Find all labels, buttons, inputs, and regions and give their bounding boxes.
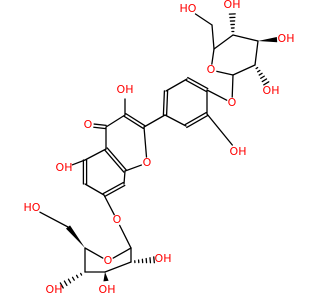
atom-label-O3: OH	[117, 83, 134, 96]
bond-C2-C1p	[143, 114, 166, 128]
bond-C1p-C2p-b	[162, 90, 166, 116]
bond-C6-C7	[84, 183, 105, 196]
bond-C8a-C4a-b	[104, 149, 125, 173]
bond-Cb6-Ob6	[39, 211, 69, 228]
bond-C5p-C6p-b	[186, 114, 209, 129]
bond-C3-C2-b	[125, 112, 146, 127]
bond-C4p-O4p	[206, 89, 228, 101]
bond-Cg2-Cg1	[232, 64, 256, 76]
bond-Cb3-Ob3-wedge	[103, 272, 109, 282]
bond-C3p-C4p-a	[185, 79, 207, 93]
atom-label-O_ket: O	[84, 118, 93, 131]
bond-C6p-C1p	[164, 114, 187, 127]
bond-Ogr-Cg5	[211, 48, 215, 65]
bond-Cg4-Cg3	[232, 34, 259, 42]
bond-O7-Cb1	[119, 224, 132, 249]
bond-C4-O_ket-b	[93, 126, 107, 130]
bond-C2p-C3p	[165, 78, 188, 92]
bond-Cg2-Og2-hash-3	[258, 72, 263, 76]
bond-Cg2-Og2-hash-2	[257, 69, 261, 73]
bond-Cg2-Og2-hash-5	[261, 78, 268, 83]
bond-C3-C2-a	[123, 115, 144, 130]
atom-label-O4p: O	[228, 96, 237, 109]
atom-label-Og3: OH	[278, 32, 295, 45]
bond-Cg5-Cg4	[213, 34, 234, 50]
bond-Cb4-Ob4-hash-2	[75, 274, 79, 279]
bond-C7-C8-b	[102, 181, 124, 195]
bond-C1p-C2p-a	[165, 90, 169, 116]
atom-label-Ob6: HO	[24, 201, 41, 214]
bond-C3p-C4p-b	[187, 76, 209, 90]
bond-Cg1-Ogr	[216, 70, 234, 76]
bond-Cb4-Ob4-hash-5	[63, 280, 68, 287]
atom-label-Ogr: O	[207, 63, 216, 76]
bond-C4-O_ket-a	[93, 123, 107, 127]
atom-label-O1: O	[143, 156, 152, 169]
atom-label-Ob2: OH	[155, 252, 172, 265]
bond-Cg2-Og2-hash-6	[263, 81, 270, 86]
bond-Cg2-Og2-hash-4	[260, 75, 265, 79]
bond-layer	[39, 13, 278, 289]
bond-Cg2-Og2-hash-1	[255, 66, 259, 70]
bond-Cb1-Ogb	[112, 247, 132, 259]
bond-C5p-O3p	[206, 113, 233, 146]
atom-label-Ob4: OH	[46, 283, 63, 296]
bond-Cg6-Og6	[194, 13, 213, 26]
atom-label-O5: OH	[56, 161, 73, 174]
bond-C5p-C6p-a	[184, 111, 207, 126]
bond-Ogb-Cb5	[84, 247, 104, 259]
bond-C8-C8a	[123, 170, 126, 185]
bond-Cg3-Cg2	[254, 40, 259, 66]
bond-Cb2-Ob2-hash-6	[153, 256, 155, 264]
atom-label-Og6: HO	[180, 2, 197, 15]
bond-Cb5-Cb6-wedge	[65, 225, 85, 248]
bond-C8a-C4a-a	[106, 147, 127, 171]
atom-label-O7: O	[113, 213, 122, 226]
bond-O4p-Cg1	[231, 74, 234, 98]
bond-C2-O1	[143, 126, 148, 158]
atom-label-Ob3: OH	[99, 283, 116, 296]
bond-Cg3-Og3-wedge	[258, 37, 278, 43]
atom-label-Og2: OH	[263, 84, 280, 97]
bond-Cb4-Ob4-hash-3	[71, 276, 75, 281]
bond-O1-C8a	[124, 164, 143, 172]
bond-C7-O7	[103, 194, 115, 216]
atom-label-O3p: OH	[230, 145, 247, 158]
bond-C4a-C5	[84, 148, 107, 161]
bond-C7-C8-a	[104, 184, 126, 198]
bond-Cb4-Ob4-hash-1	[80, 272, 83, 276]
bond-C4-C3	[105, 114, 126, 128]
bond-C5-O5	[71, 159, 86, 166]
atom-label-Og4: OH	[224, 0, 241, 11]
atom-label-Ogb: O	[104, 254, 113, 267]
bond-Cb4-Ob4-hash-4	[67, 278, 72, 284]
bond-Cg5-Cg6	[211, 24, 215, 50]
bond-Cb4-Ob4-hash-6	[59, 282, 64, 289]
bond-Cb3-Cb2	[104, 261, 132, 273]
